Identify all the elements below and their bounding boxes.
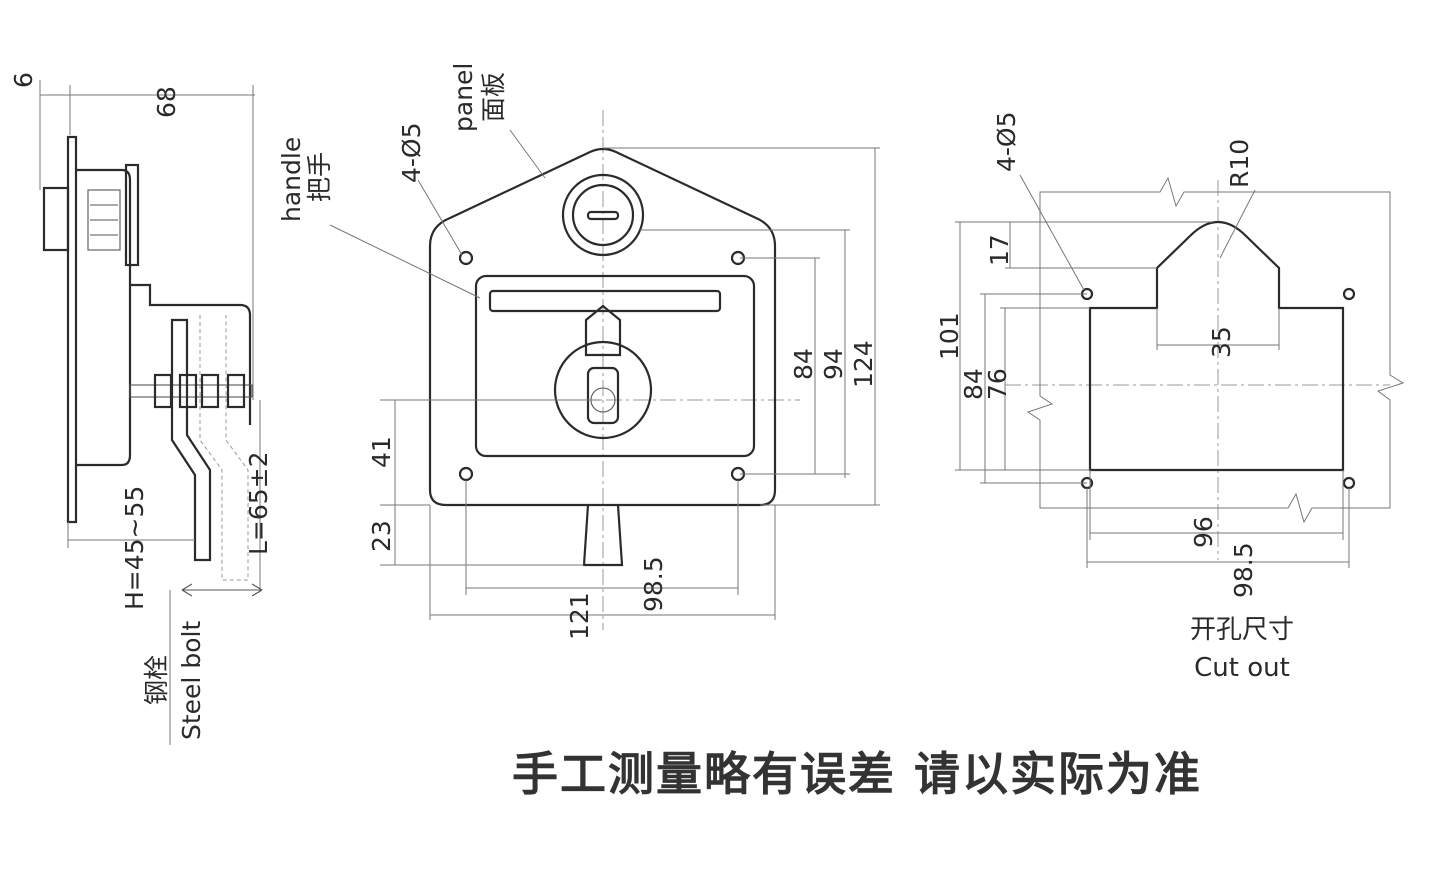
cutout-hole-tr xyxy=(1342,287,1356,301)
side-dim-h: H=45~55 xyxy=(120,486,149,610)
front-dim-94: 94 xyxy=(819,348,848,380)
front-mount-hole-tl xyxy=(458,250,474,266)
cutout-dim-96: 96 xyxy=(1189,516,1218,548)
front-key-cylinder-outer xyxy=(561,173,645,257)
side-nut-3 xyxy=(200,373,220,409)
front-handle-recess xyxy=(474,274,756,458)
cutout-dim-17: 17 xyxy=(985,234,1014,266)
front-view: handle 把手 4-Ø5 panel 面板 84 94 124 41 23 … xyxy=(277,63,880,640)
front-dim-121: 121 xyxy=(565,592,594,640)
side-view: 6 68 H=45~55 L=65±2 钢栓 Steel bolt xyxy=(9,72,273,745)
cutout-dim-76: 76 xyxy=(983,368,1012,400)
cutout-dim-98-5: 98.5 xyxy=(1229,542,1258,598)
front-dim-23: 23 xyxy=(367,520,396,552)
side-bolt-travel-arrow xyxy=(181,583,263,597)
cutout-radius-leader xyxy=(1219,189,1256,259)
front-holes-leader xyxy=(417,179,463,256)
cutout-caption-cn: 开孔尺寸 xyxy=(1190,615,1294,645)
front-mount-hole-bl xyxy=(458,466,474,482)
front-handle-bar xyxy=(488,289,722,313)
side-dim-6: 6 xyxy=(9,72,38,88)
side-flange xyxy=(124,163,140,267)
side-body-housing xyxy=(76,168,132,467)
footer-note: 手工测量略有误差 请以实际为准 xyxy=(512,747,1203,801)
front-panel-label-en: panel xyxy=(449,63,478,132)
side-dim-l: L=65±2 xyxy=(244,451,273,555)
front-key-cylinder-inner xyxy=(571,183,635,247)
cutout-shape xyxy=(1088,221,1345,472)
side-bolt-label-cn: 钢栓 xyxy=(142,655,171,705)
front-handle-label-en: handle xyxy=(277,137,306,222)
side-latch-arm xyxy=(170,318,212,562)
side-panel-plate xyxy=(66,135,78,524)
front-dim-84: 84 xyxy=(789,348,818,380)
cutout-dim-84: 84 xyxy=(959,368,988,400)
front-dim-98-5: 98.5 xyxy=(639,556,668,612)
side-lock-cylinder xyxy=(42,186,70,252)
side-bolt-label-en: Steel bolt xyxy=(177,621,206,740)
cutout-dim-35: 35 xyxy=(1207,326,1236,358)
front-latch-boss xyxy=(553,340,653,440)
side-nut-4 xyxy=(226,373,246,409)
front-handle-stem xyxy=(584,304,622,357)
front-handle-leader xyxy=(329,224,481,299)
cutout-panel-break xyxy=(1026,176,1405,524)
side-lock-barrel xyxy=(87,189,121,251)
cutout-caption-en: Cut out xyxy=(1194,653,1290,683)
front-panel-label-cn: 面板 xyxy=(479,72,508,122)
front-panel-leader xyxy=(509,129,546,179)
side-steel-bolt-outline xyxy=(199,315,249,581)
cutout-holes-label: 4-Ø5 xyxy=(992,111,1021,172)
front-panel-outline xyxy=(428,147,777,507)
cutout-dim-101: 101 xyxy=(935,312,964,360)
front-keyhole-icon xyxy=(586,210,620,221)
cutout-radius-label: R10 xyxy=(1225,139,1254,188)
front-dim-124: 124 xyxy=(849,340,878,388)
cutout-hole-br xyxy=(1342,476,1356,490)
side-handle-bracket xyxy=(130,283,252,425)
side-dim-68: 68 xyxy=(152,86,181,118)
side-nut-1 xyxy=(153,373,173,409)
front-holes-label: 4-Ø5 xyxy=(397,122,426,183)
front-latch-cam xyxy=(586,366,620,425)
front-latch-tongue xyxy=(582,504,624,567)
side-stud xyxy=(129,384,253,398)
front-dim-41: 41 xyxy=(367,436,396,468)
front-handle-label-cn: 把手 xyxy=(305,152,334,202)
cutout-holes-leader xyxy=(1019,174,1085,291)
cutout-view: 4-Ø5 R10 17 101 84 76 35 96 98.5 开孔尺寸 Cu… xyxy=(935,111,1405,683)
